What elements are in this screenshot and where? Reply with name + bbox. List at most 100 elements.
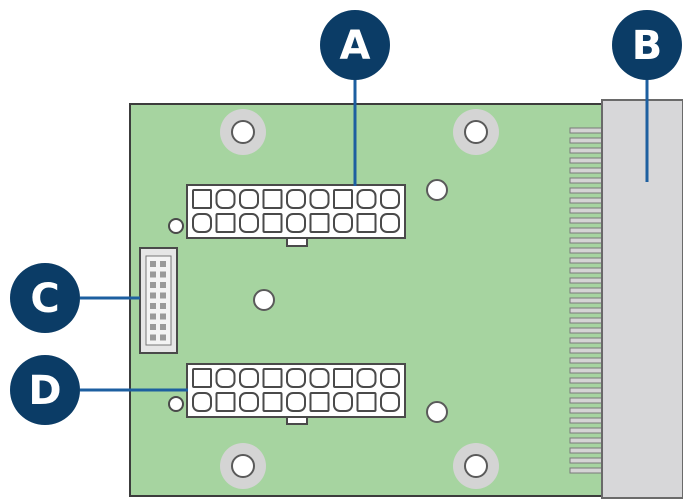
- connector-pin: [309, 189, 330, 209]
- callout-b-label: B: [632, 23, 663, 69]
- header-pin: [160, 271, 166, 278]
- connector-pin: [239, 189, 259, 209]
- edge-pin: [569, 437, 603, 444]
- connector-pin: [286, 392, 306, 412]
- connector-pin: [239, 213, 259, 233]
- header-pin: [160, 334, 166, 341]
- mounting-holes: [220, 109, 499, 489]
- header-pin: [160, 292, 166, 299]
- via: [426, 179, 448, 201]
- edge-pin: [569, 237, 603, 244]
- edge-pin: [569, 377, 603, 384]
- mount-hole-top-right: [453, 109, 499, 155]
- connector-pin: [215, 189, 236, 209]
- connector-pin: [309, 368, 330, 388]
- header-pin: [150, 313, 156, 320]
- edge-pin: [569, 447, 603, 454]
- edge-pin: [569, 317, 603, 324]
- callout-c-label: C: [30, 276, 59, 322]
- connector-pin: [380, 213, 400, 233]
- edge-pin: [569, 197, 603, 204]
- edge-card-connector: [601, 99, 683, 499]
- callout-a: A: [320, 10, 390, 80]
- edge-pin: [569, 287, 603, 294]
- callout-d: D: [10, 355, 80, 425]
- edge-connector-pins: [569, 127, 603, 474]
- edge-pin: [569, 387, 603, 394]
- connector-pin: [192, 368, 212, 388]
- connector-pin: [262, 189, 283, 209]
- connector-pin: [262, 368, 283, 388]
- callout-d-label: D: [28, 368, 61, 414]
- signal-header-c: [139, 247, 178, 354]
- edge-pin: [569, 417, 603, 424]
- power-connector-d: [168, 363, 406, 425]
- edge-pin: [569, 357, 603, 364]
- edge-pin: [569, 397, 603, 404]
- header-pin: [150, 334, 156, 341]
- via: [426, 401, 448, 423]
- header-pin: [160, 313, 166, 320]
- connector-pin: [286, 189, 306, 209]
- callout-a-label: A: [340, 23, 371, 69]
- connector-pin: [239, 392, 259, 412]
- connector-pin: [356, 213, 377, 233]
- edge-pin: [569, 127, 603, 134]
- connector-pin: [333, 392, 353, 412]
- edge-pin: [569, 297, 603, 304]
- connector-d-pins: [192, 368, 400, 412]
- edge-pin: [569, 277, 603, 284]
- header-pin: [160, 303, 166, 309]
- header-pin: [160, 261, 166, 267]
- edge-pin: [569, 337, 603, 344]
- header-pin: [150, 271, 156, 278]
- connector-pin: [286, 213, 306, 233]
- edge-pin: [569, 227, 603, 234]
- edge-pin: [569, 167, 603, 174]
- connector-pin: [380, 392, 400, 412]
- header-c-inner: [145, 255, 172, 346]
- edge-pin: [569, 137, 603, 144]
- callout-c: C: [10, 263, 80, 333]
- edge-pin: [569, 427, 603, 434]
- callout-b: B: [612, 10, 682, 80]
- connector-d-latch-peg: [168, 396, 184, 412]
- connector-pin: [215, 368, 236, 388]
- header-pin: [150, 282, 156, 288]
- connector-pin: [192, 213, 212, 233]
- header-pin: [150, 292, 156, 299]
- header-pin: [160, 324, 166, 330]
- edge-pin: [569, 247, 603, 254]
- header-pin: [150, 324, 156, 330]
- edge-pin: [569, 407, 603, 414]
- leader-lines: [80, 72, 649, 392]
- connector-pin: [192, 189, 212, 209]
- connector-pin: [309, 213, 330, 233]
- header-pin: [160, 282, 166, 288]
- edge-pin: [569, 257, 603, 264]
- connector-pin: [215, 213, 236, 233]
- edge-pin: [569, 327, 603, 334]
- mount-hole-bottom-right: [453, 443, 499, 489]
- connector-pin: [333, 368, 353, 388]
- board-vias: [253, 179, 448, 423]
- connector-pin: [215, 392, 236, 412]
- edge-pin: [569, 187, 603, 194]
- edge-pin: [569, 347, 603, 354]
- edge-pin: [569, 157, 603, 164]
- connector-pin: [309, 392, 330, 412]
- connector-pin: [262, 392, 283, 412]
- mount-hole-top-left: [220, 109, 266, 155]
- connector-pin: [333, 213, 353, 233]
- header-pin: [150, 261, 156, 267]
- edge-pin: [569, 177, 603, 184]
- mount-hole-bottom-left: [220, 443, 266, 489]
- connector-pin: [356, 392, 377, 412]
- edge-pin: [569, 367, 603, 374]
- connector-pin: [192, 392, 212, 412]
- edge-pin: [569, 207, 603, 214]
- connector-pin: [239, 368, 259, 388]
- power-connector-a: [168, 184, 406, 247]
- connector-pin: [380, 368, 400, 388]
